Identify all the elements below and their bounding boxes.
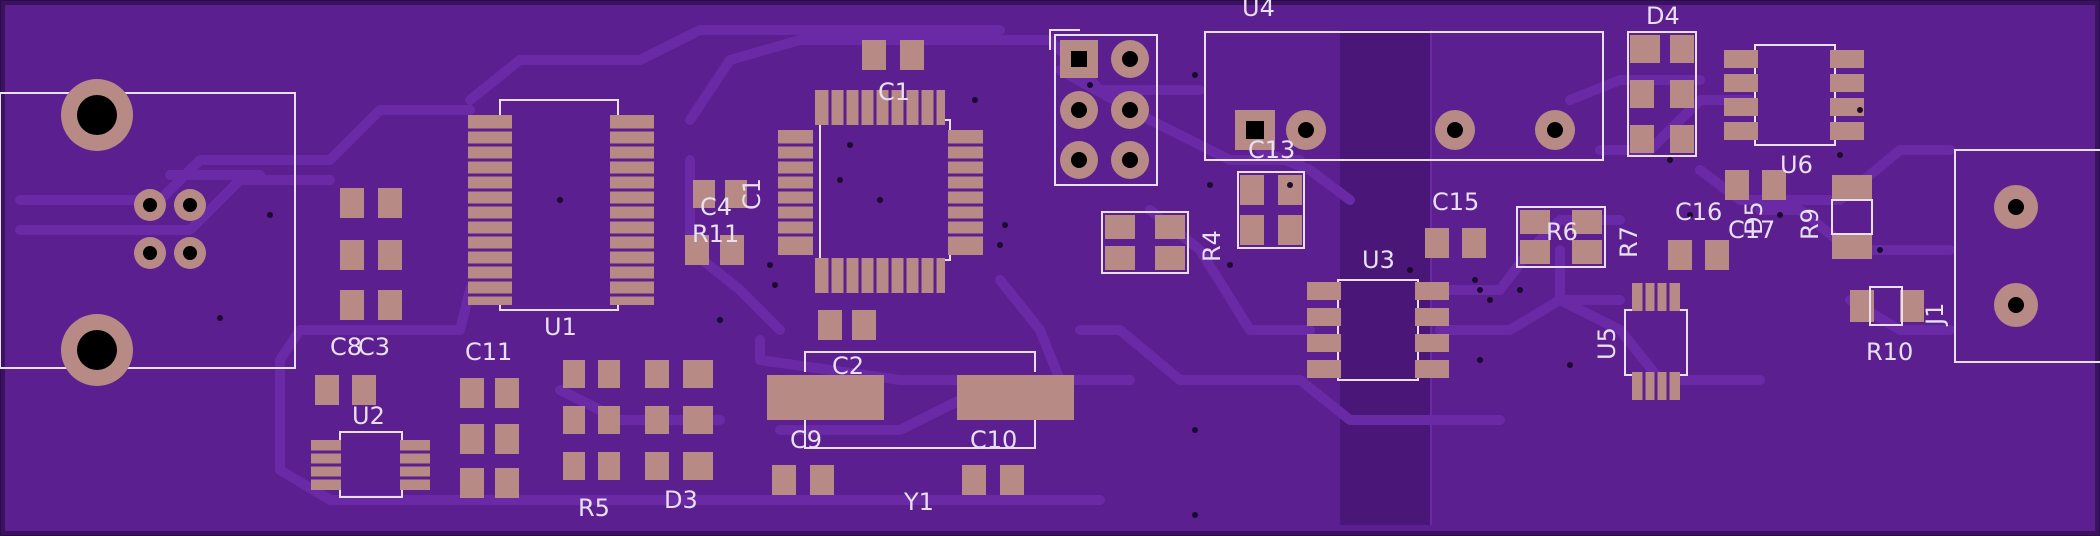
- label-c13: C13: [1248, 136, 1295, 164]
- chip-u2: [311, 431, 430, 498]
- label-c3: C3: [358, 333, 390, 361]
- label-c1-top: C1: [878, 78, 910, 106]
- copper-band: [1430, 30, 1432, 525]
- label-j1: J1: [1921, 303, 1949, 327]
- chip-u5: [1624, 283, 1688, 400]
- chip-qfp: [778, 90, 983, 293]
- chip-u1: [468, 99, 654, 311]
- label-d3: D3: [664, 486, 698, 514]
- chip-u3: [1307, 279, 1449, 381]
- label-u4: U4: [1242, 0, 1275, 22]
- label-c11: C11: [465, 338, 512, 366]
- label-c2: C2: [832, 352, 864, 380]
- label-c17: C17: [1728, 216, 1775, 244]
- label-r4: R4: [1198, 230, 1226, 262]
- left-connector: [0, 79, 296, 386]
- copper-band: [1340, 30, 1430, 525]
- label-c16: C16: [1675, 198, 1722, 226]
- label-r5: R5: [578, 494, 610, 522]
- label-c4: C4: [700, 193, 732, 221]
- label-c15: C15: [1432, 188, 1479, 216]
- vias: [217, 72, 1883, 518]
- label-d5: D5: [1740, 201, 1768, 235]
- label-d4: D4: [1646, 2, 1680, 30]
- label-u1: U1: [544, 313, 577, 341]
- label-r10: R10: [1866, 338, 1913, 366]
- pin-header: [1049, 29, 1158, 186]
- module-u4: [1204, 31, 1604, 161]
- label-u3: U3: [1362, 246, 1395, 274]
- label-u2: U2: [352, 402, 385, 430]
- label-c1-side: C1: [738, 178, 766, 210]
- label-c10: C10: [970, 426, 1017, 454]
- label-c9: C9: [790, 426, 822, 454]
- label-u5: U5: [1593, 327, 1621, 360]
- label-r11: R11: [692, 220, 739, 248]
- label-y1: Y1: [903, 488, 934, 516]
- label-r7: R7: [1615, 226, 1643, 258]
- right-connector: [1954, 149, 2100, 363]
- label-u6: U6: [1780, 151, 1813, 179]
- label-r9: R9: [1796, 208, 1824, 240]
- chip-u6: [1724, 44, 1864, 146]
- silk-outlines: [1101, 31, 1903, 326]
- label-c8: C8: [330, 333, 362, 361]
- crystal-y1: [767, 351, 1074, 449]
- label-r6: R6: [1546, 218, 1578, 246]
- passive-pads: [315, 35, 1924, 498]
